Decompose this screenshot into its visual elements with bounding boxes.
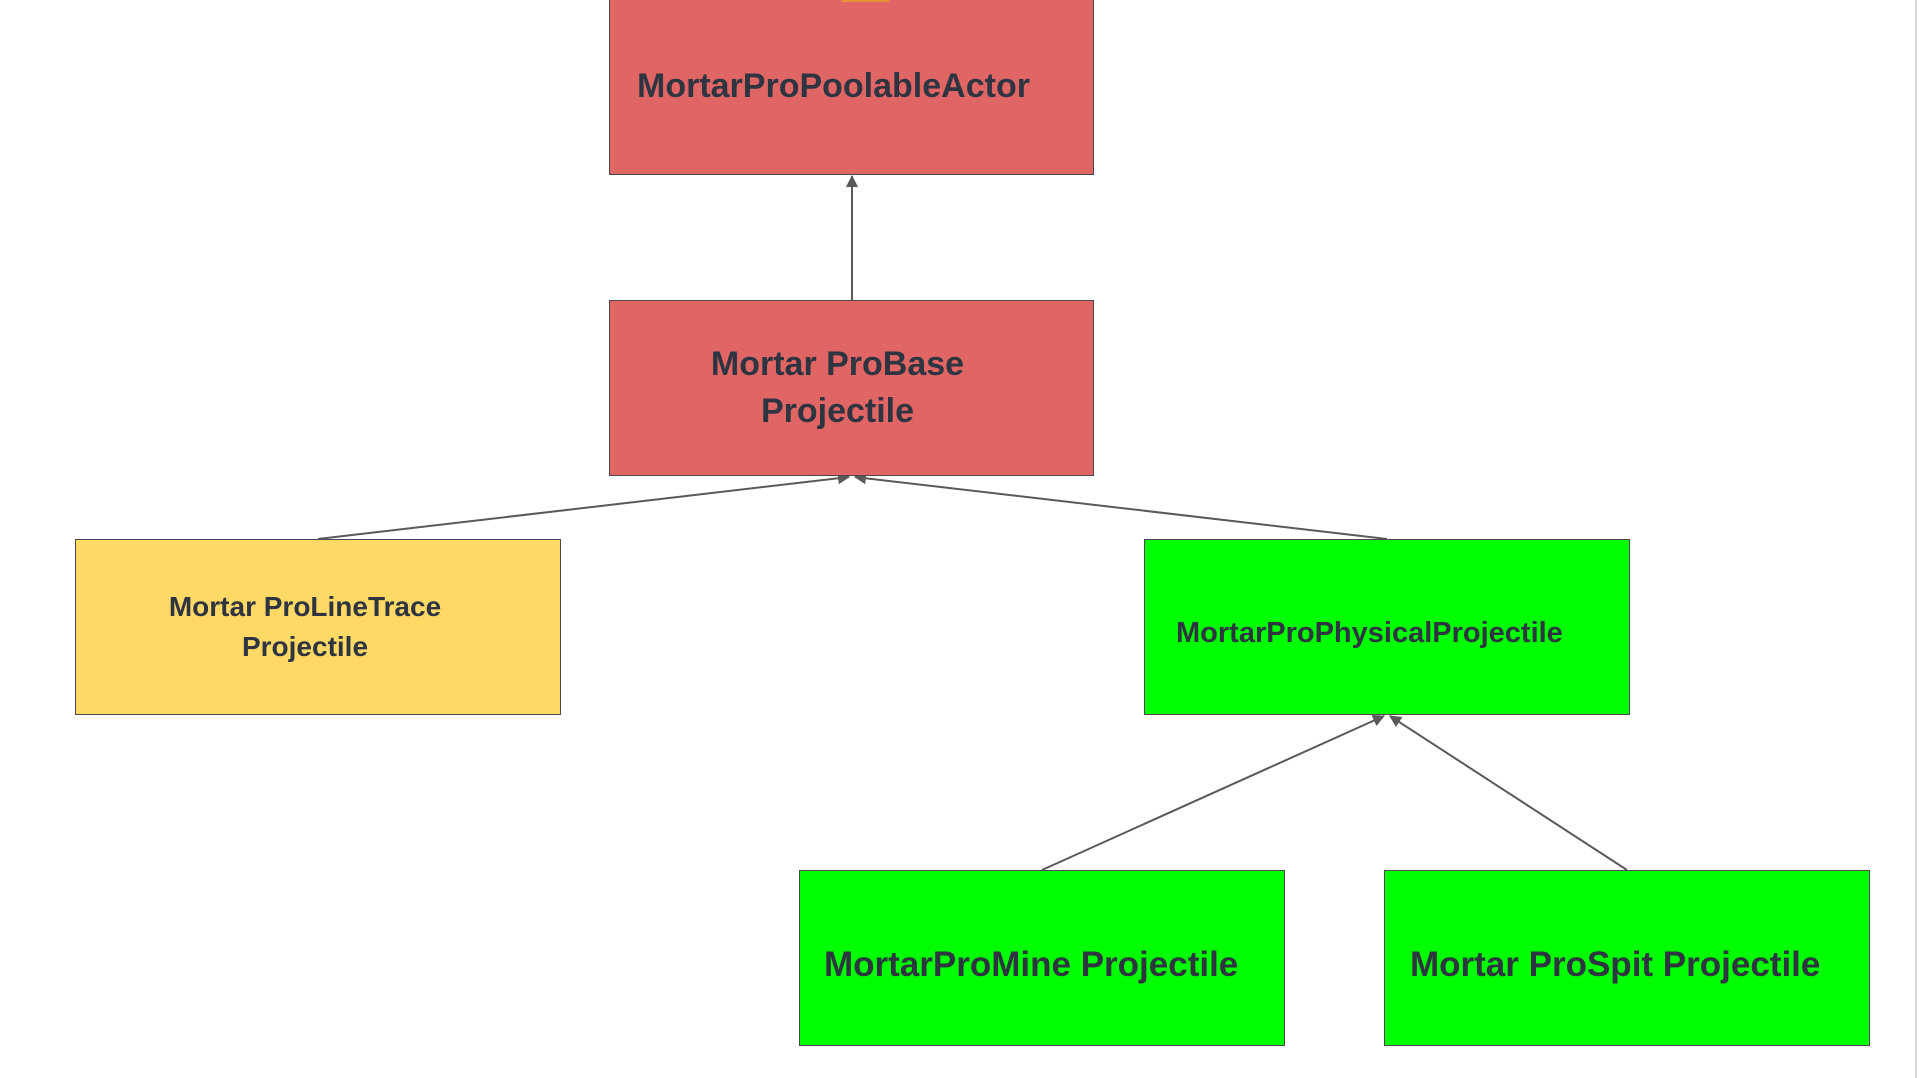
node-mortar-pro-mine-projectile[interactable]: MortarProMine Projectile — [799, 870, 1285, 1046]
node-label-line: Mortar ProLineTrace — [168, 591, 442, 623]
page-edge-divider — [1915, 0, 1917, 1078]
edge-spit-to-physical — [1389, 715, 1628, 871]
node-mortar-pro-linetrace-projectile[interactable]: Mortar ProLineTrace Projectile — [75, 539, 561, 715]
accent-mark — [841, 0, 889, 2]
node-label-line: Projectile — [241, 631, 369, 662]
node-label-line: MortarProPoolableActor — [637, 67, 1030, 106]
edge-linetrace-to-base — [317, 472, 850, 540]
node-mortar-pro-base-projectile[interactable]: Mortar ProBase Projectile — [609, 300, 1094, 476]
edge-physical-to-base — [854, 472, 1388, 540]
edge-mine-to-physical — [1041, 715, 1385, 871]
node-mortar-pro-physical-projectile[interactable]: MortarProPhysicalProjectile — [1144, 539, 1630, 715]
node-label-line: Mortar ProSpit Projectile — [1410, 945, 1821, 984]
node-label-line: MortarProPhysicalProjectile — [1176, 616, 1563, 649]
node-label-line: MortarProMine Projectile — [824, 945, 1239, 984]
node-mortar-pro-spit-projectile[interactable]: Mortar ProSpit Projectile — [1384, 870, 1870, 1046]
node-mortar-pro-poolable-actor[interactable]: MortarProPoolableActor — [609, 0, 1094, 175]
node-label-line: Mortar ProBase — [710, 345, 965, 384]
node-label-line: Projectile — [760, 392, 915, 430]
